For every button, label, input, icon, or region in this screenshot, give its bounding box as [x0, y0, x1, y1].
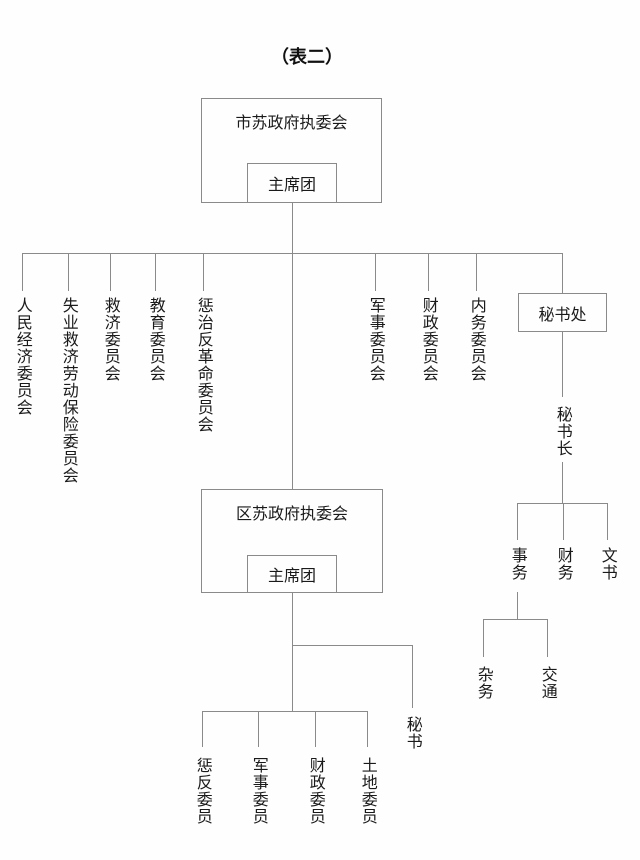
label-unemployment-relief-labor-insurance-committee: 失业救济劳动保险委员会 — [59, 297, 77, 484]
label-general-affairs-section: 事务 — [508, 547, 526, 581]
label-land-member: 土地委员 — [358, 757, 376, 825]
connector-line — [367, 711, 368, 747]
city-presidium-box: 主席团 — [247, 163, 337, 203]
connector-line — [428, 253, 429, 291]
connector-line — [547, 619, 548, 657]
connector-line — [562, 253, 563, 293]
connector-line — [202, 711, 368, 712]
connector-line — [202, 711, 203, 747]
page-title: （表二） — [271, 47, 343, 67]
label-finance-committee: 财政委员会 — [419, 297, 437, 382]
label-counterrevolution-punishment-member: 惩反委员 — [193, 757, 211, 825]
connector-line — [563, 503, 564, 540]
connector-line — [203, 253, 204, 291]
label-miscellaneous-duties: 杂务 — [474, 666, 492, 700]
label-education-committee: 教育委员会 — [146, 297, 164, 382]
connector-line — [607, 503, 608, 540]
district-executive-committee-label: 区苏政府执委会 — [235, 506, 348, 523]
connector-line — [483, 619, 548, 620]
connector-line — [412, 645, 413, 708]
connector-line — [517, 503, 518, 540]
label-district-secretary: 秘书 — [403, 716, 421, 750]
district-presidium-label: 主席团 — [267, 568, 316, 585]
label-finance-member: 财政委员 — [306, 757, 324, 825]
connector-line — [22, 253, 23, 291]
city-executive-committee-label: 市苏政府执委会 — [235, 115, 348, 132]
connector-line — [483, 619, 484, 657]
label-internal-affairs-committee: 内务委员会 — [467, 297, 485, 382]
label-secretary-general: 秘书长 — [553, 406, 571, 457]
label-counterrevolution-punishment-committee: 惩治反革命委员会 — [194, 297, 212, 433]
district-presidium-box: 主席团 — [247, 555, 337, 593]
connector-line — [476, 253, 477, 291]
connector-line — [68, 253, 69, 291]
connector-line — [292, 253, 293, 489]
connector-line — [315, 711, 316, 747]
connector-line — [517, 592, 518, 619]
connector-line — [562, 332, 563, 397]
secretariat-box: 秘书处 — [518, 293, 607, 332]
connector-line — [258, 711, 259, 747]
connector-line — [155, 253, 156, 291]
connector-line — [562, 462, 563, 503]
label-military-member: 军事委员 — [249, 757, 267, 825]
connector-line — [292, 645, 413, 646]
label-transportation: 交通 — [538, 666, 556, 700]
label-relief-committee: 救济委员会 — [101, 297, 119, 382]
label-military-committee: 军事委员会 — [366, 297, 384, 382]
connector-line — [110, 253, 111, 291]
secretariat-label: 秘书处 — [538, 306, 587, 324]
connector-line — [292, 593, 293, 711]
label-finance-section: 财务 — [554, 547, 572, 581]
city-presidium-label: 主席团 — [267, 177, 316, 194]
connector-line — [517, 503, 608, 504]
connector-line — [292, 203, 293, 253]
label-people-economy-committee: 人民经济委员会 — [13, 297, 31, 416]
label-documents-section: 文书 — [598, 547, 616, 581]
connector-line — [375, 253, 376, 291]
